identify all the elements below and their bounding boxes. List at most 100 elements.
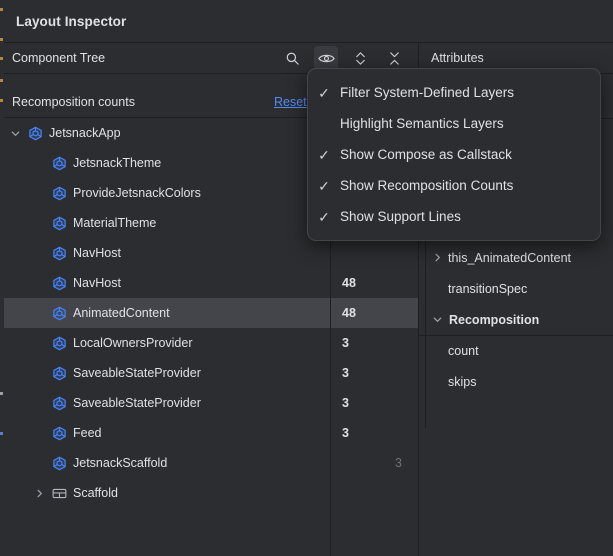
compose-node-icon	[27, 125, 43, 141]
tree-row-label: JetsnackScaffold	[73, 456, 168, 470]
compose-node-icon	[51, 335, 67, 351]
attribute-label: count	[448, 343, 479, 358]
attribute-row[interactable]: transitionSpec	[419, 273, 613, 304]
pane-divider[interactable]	[418, 43, 419, 556]
chevron-down-icon[interactable]	[8, 126, 22, 140]
tree-row[interactable]: NavHost	[0, 268, 418, 298]
recomposition-count: 48	[342, 276, 356, 290]
tool-window-title-bar: Layout Inspector	[0, 0, 613, 42]
component-tree-header: Component Tree	[0, 43, 418, 73]
compose-node-icon	[51, 365, 67, 381]
tree-row-label: JetsnackTheme	[73, 156, 162, 170]
tree-row-label: Scaffold	[73, 486, 118, 500]
chevron-down-icon[interactable]	[431, 314, 443, 326]
menu-item[interactable]: ✓ Show Compose as Callstack	[308, 139, 600, 170]
menu-item[interactable]: ✓ Filter System-Defined Layers	[308, 77, 600, 108]
edge-marker	[0, 432, 3, 435]
menu-item[interactable]: ✓Show Support Lines	[308, 201, 600, 232]
menu-item-label: Show Support Lines	[340, 209, 461, 224]
recomposition-count: 3	[342, 366, 349, 380]
tree-twisty-spacer	[32, 426, 46, 440]
tree-row[interactable]: Feed	[0, 418, 418, 448]
tree-twisty-spacer	[32, 396, 46, 410]
tree-twisty-spacer	[32, 246, 46, 260]
tree-twisty-spacer	[32, 216, 46, 230]
check-icon: ✓	[318, 146, 330, 163]
tree-twisty-spacer	[32, 306, 46, 320]
attributes-title: Attributes	[431, 51, 484, 65]
collapse-all-icon[interactable]	[382, 46, 406, 70]
edge-marker	[0, 57, 3, 60]
tree-row[interactable]: LocalOwnersProvider	[0, 328, 418, 358]
recomposition-count: 3	[395, 456, 402, 470]
attribute-row[interactable]: this_AnimatedContent	[419, 242, 613, 273]
compose-node-icon	[51, 155, 67, 171]
tree-row-label: SaveableStateProvider	[73, 396, 201, 410]
tree-row[interactable]: JetsnackTheme	[0, 148, 418, 178]
tree-twisty-spacer	[32, 186, 46, 200]
eye-icon[interactable]	[314, 46, 338, 70]
tree-row[interactable]: JetsnackApp	[0, 118, 418, 148]
tree-row-label: AnimatedContent	[73, 306, 170, 320]
component-tree-header-divider	[0, 73, 418, 74]
attribute-label: skips	[448, 374, 477, 389]
tree-row[interactable]: Scaffold	[0, 478, 418, 508]
tree-row[interactable]: MaterialTheme	[0, 208, 418, 238]
title-divider	[0, 42, 613, 43]
menu-item[interactable]: Highlight Semantics Layers	[308, 108, 600, 139]
attributes-indent-guide	[425, 118, 426, 428]
recomposition-count: 3	[342, 396, 349, 410]
tree-row-label: NavHost	[73, 246, 121, 260]
recomposition-count: 48	[330, 298, 418, 328]
page-title: Layout Inspector	[16, 13, 127, 29]
tree-row[interactable]: SaveableStateProvider	[0, 388, 418, 418]
tree-twisty-spacer	[32, 156, 46, 170]
compose-node-icon	[51, 245, 67, 261]
tree-row-label: JetsnackApp	[49, 126, 121, 140]
recomposition-counts-label: Recomposition counts	[12, 95, 135, 109]
tree-row[interactable]: SaveableStateProvider	[0, 358, 418, 388]
attribute-label: transitionSpec	[448, 281, 528, 296]
attribute-row[interactable]: count	[419, 335, 613, 366]
edge-marker	[0, 99, 3, 102]
tree-twisty-spacer	[32, 366, 46, 380]
attribute-row[interactable]: skips	[419, 366, 613, 397]
menu-item-label: Show Compose as Callstack	[340, 147, 512, 162]
edge-marker	[0, 8, 3, 11]
search-icon[interactable]	[280, 46, 304, 70]
chevron-right-icon[interactable]	[32, 486, 46, 500]
attribute-label: Recomposition	[449, 312, 540, 327]
recomposition-count: 3	[342, 426, 349, 440]
attributes-header: Attributes	[419, 43, 613, 73]
tree-row-label: NavHost	[73, 276, 121, 290]
edge-marker	[0, 392, 3, 395]
menu-item-label: Highlight Semantics Layers	[340, 116, 504, 131]
menu-item[interactable]: ✓Show Recomposition Counts	[308, 170, 600, 201]
tree-twisty-spacer	[32, 456, 46, 470]
compose-node-icon	[51, 425, 67, 441]
attribute-group-divider	[419, 335, 613, 336]
compose-node-icon	[51, 275, 67, 291]
layout-node-icon	[51, 485, 67, 501]
tree-row-label: Feed	[73, 426, 102, 440]
tree-row-label: LocalOwnersProvider	[73, 336, 193, 350]
tree-row[interactable]: NavHost	[0, 238, 418, 268]
tree-twisty-spacer	[32, 276, 46, 290]
tree-row[interactable]: JetsnackScaffold	[0, 448, 418, 478]
compose-node-icon	[51, 395, 67, 411]
check-icon: ✓	[318, 84, 330, 101]
counts-column-divider	[330, 118, 331, 556]
attribute-group-row[interactable]: Recomposition	[419, 304, 613, 335]
tree-row-label: MaterialTheme	[73, 216, 157, 230]
chevron-right-icon[interactable]	[431, 252, 443, 264]
component-tree-title: Component Tree	[12, 51, 106, 65]
reset-link[interactable]: Reset	[274, 95, 307, 109]
expand-all-icon[interactable]	[348, 46, 372, 70]
recomposition-count: 3	[342, 336, 349, 350]
menu-item-label: Filter System-Defined Layers	[340, 85, 515, 100]
compose-node-icon	[51, 305, 67, 321]
compose-node-icon	[51, 185, 67, 201]
tree-row[interactable]: ProvideJetsnackColors	[0, 178, 418, 208]
